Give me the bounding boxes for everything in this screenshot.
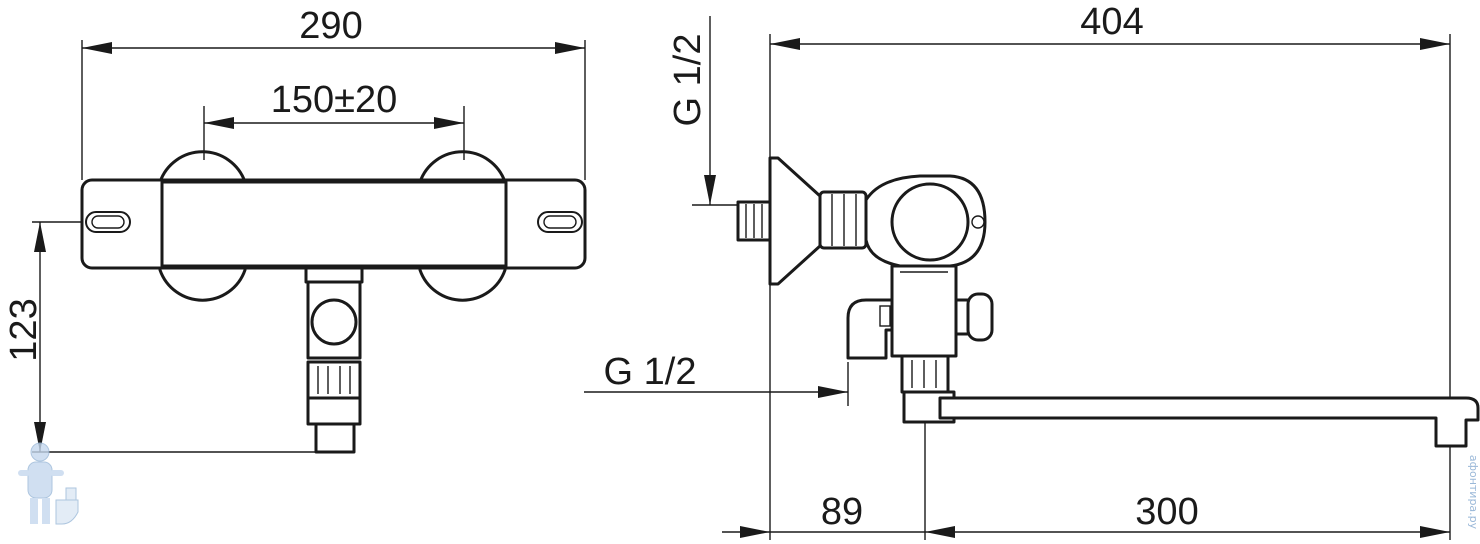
side-view: 404 G 1/2 G 1/2 89 300 [584, 1, 1480, 540]
right-handle-slot [537, 211, 583, 233]
right-handle-slot-inner [543, 215, 577, 229]
plumber-mascot-icon [18, 442, 79, 525]
diverter-knob [966, 292, 994, 342]
dim-front-width: 290 [299, 5, 362, 47]
front-view: 290 150±20 123 [3, 5, 587, 454]
watermark-text: aфoнтиpa.py [1467, 455, 1480, 530]
outlet-nut [306, 360, 362, 400]
spout-union-nut [900, 354, 950, 394]
dim-inlet-thread: G 1/2 [667, 34, 709, 127]
inlet-union-nut [818, 190, 868, 250]
dim-outlet-thread: G 1/2 [604, 351, 697, 393]
mixer-body-center-panel [160, 180, 508, 268]
dim-front-height: 123 [3, 298, 45, 361]
left-handle-slot-inner [91, 215, 125, 229]
outlet-spout-tip [314, 422, 356, 454]
dim-center-distance: 150±20 [271, 79, 398, 121]
dim-side-length: 404 [1080, 1, 1143, 43]
outlet-lower-body [306, 396, 362, 426]
dim-wall-to-outlet: 89 [821, 491, 863, 533]
outlet-diverter-knob [310, 298, 358, 346]
shower-outlet-elbow [846, 298, 894, 360]
outlet-connector-top [304, 266, 364, 284]
left-handle-slot [85, 211, 131, 233]
dim-spout-length: 300 [1135, 491, 1198, 533]
diverter-column [890, 264, 958, 358]
wall-escutcheon [768, 156, 822, 286]
bath-spout [938, 396, 1480, 448]
thermostat-dial-side [890, 182, 970, 262]
